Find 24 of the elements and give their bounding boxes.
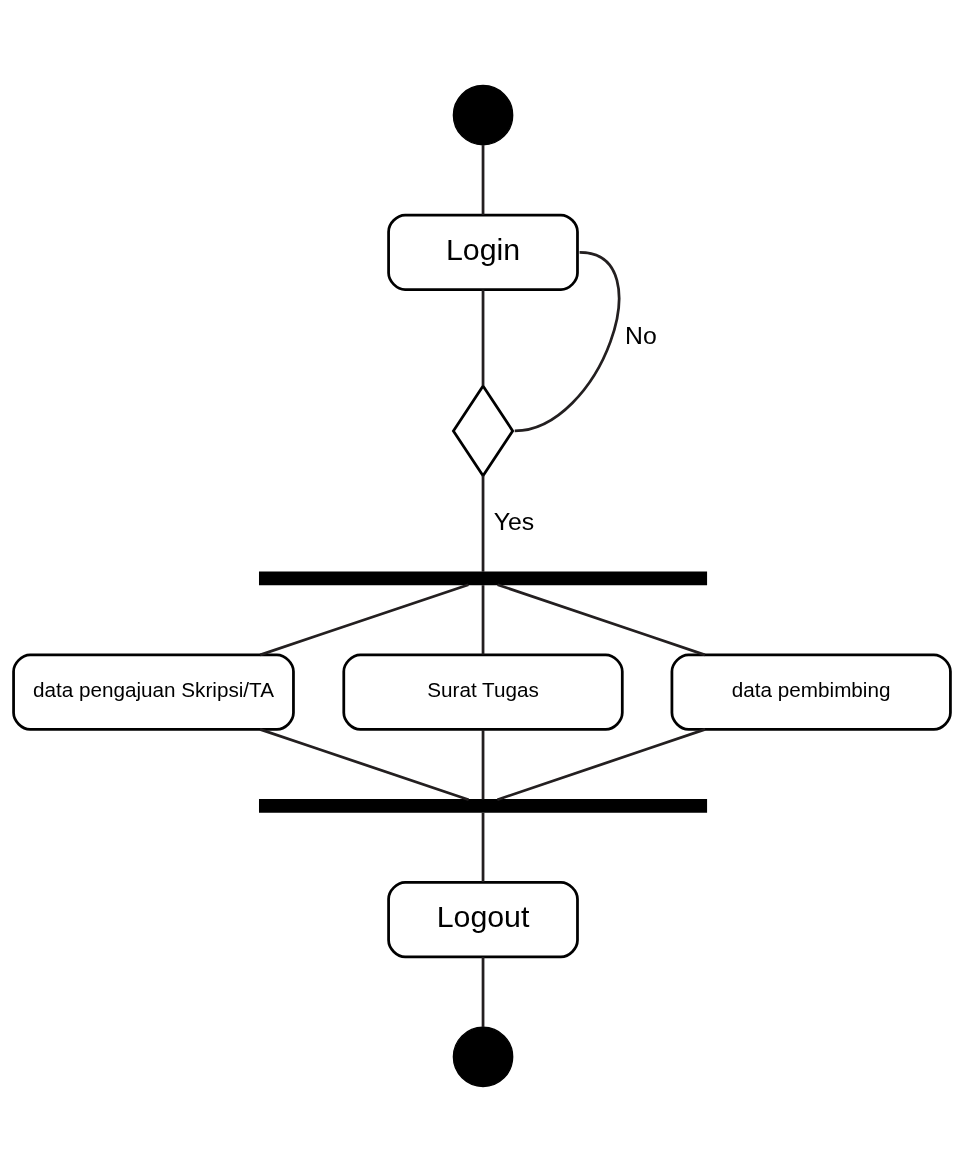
connector bbox=[481, 475, 485, 572]
node-box: data pembimbing bbox=[670, 653, 952, 731]
edge-label: No bbox=[625, 321, 657, 349]
node-bar bbox=[259, 571, 708, 585]
connector bbox=[514, 250, 621, 432]
node-box: data pengajuan Skripsi/TA bbox=[12, 653, 295, 731]
connector bbox=[259, 727, 470, 801]
connector bbox=[497, 582, 706, 656]
connector bbox=[481, 812, 485, 882]
connector bbox=[259, 582, 469, 656]
connector bbox=[481, 289, 485, 385]
node-box: Surat Tugas bbox=[342, 653, 624, 731]
node-box: Login bbox=[387, 213, 579, 291]
connector bbox=[481, 144, 485, 215]
connector bbox=[481, 729, 485, 799]
node-circle bbox=[452, 84, 514, 145]
edge-label: Yes bbox=[493, 507, 535, 535]
node-circle bbox=[452, 1026, 514, 1087]
node-bar bbox=[259, 798, 708, 813]
connector bbox=[496, 727, 706, 801]
connector bbox=[481, 956, 485, 1027]
node-box: Logout bbox=[387, 880, 579, 958]
node-diamond bbox=[451, 383, 515, 478]
connector bbox=[481, 584, 485, 654]
